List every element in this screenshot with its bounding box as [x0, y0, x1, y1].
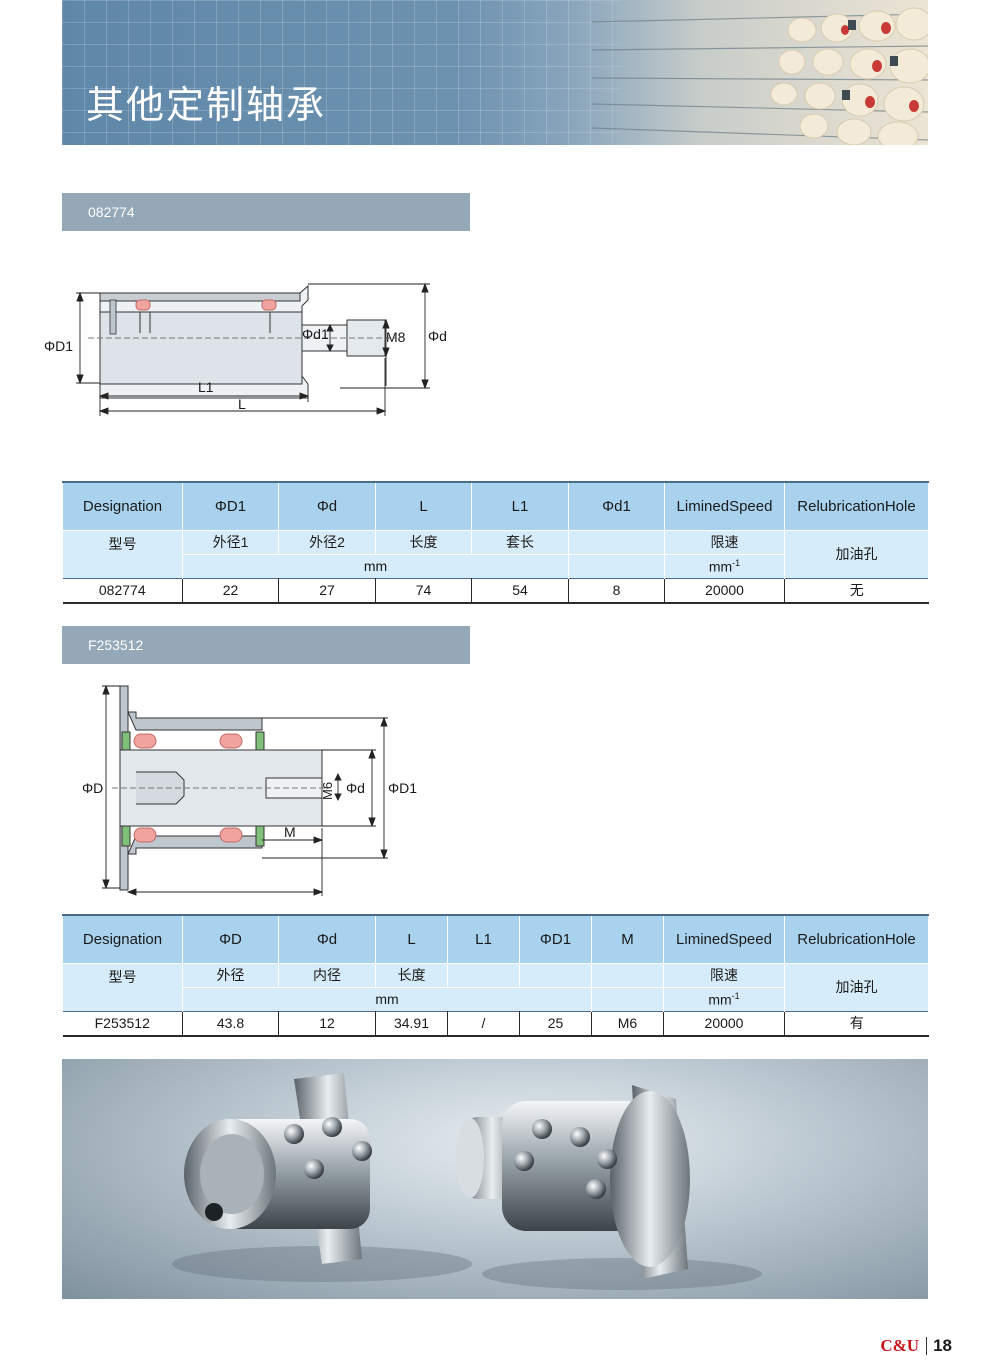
cell-d1: 25 [519, 1010, 592, 1037]
sub-d1-inner [568, 529, 665, 554]
sub-speed: 限速 [664, 529, 785, 554]
label-d: Φd [428, 328, 447, 344]
sub-d-outer: 外径 [182, 962, 279, 987]
spec-table-f253512: Designation ΦD Φd L L1 ΦD1 M LiminedSpee… [62, 914, 929, 1037]
col-d1-inner: Φd1 [568, 481, 665, 530]
cell-designation: F253512 [62, 1010, 183, 1037]
page-number: 18 [933, 1336, 952, 1355]
cell-d1-inner: 8 [568, 577, 665, 604]
cell-m: M6 [591, 1010, 664, 1037]
unit-mm: mm [182, 553, 569, 578]
col-designation: Designation [62, 481, 183, 530]
sub-d: 外径2 [278, 529, 376, 554]
label-d: Φd [346, 780, 365, 796]
banner-grid-pattern [62, 0, 622, 145]
page-title: 其他定制轴承 [86, 83, 327, 127]
sub-d1 [519, 962, 592, 987]
sub-m [591, 962, 664, 987]
label-d-outer: ΦD [82, 780, 103, 796]
label-m6: M6 [320, 782, 335, 800]
unit-blank [591, 986, 664, 1011]
section-code: F253512 [88, 637, 144, 653]
col-designation: Designation [62, 914, 183, 963]
unit-speed: mm-1 [664, 553, 785, 578]
sub-relub: 加油孔 [784, 962, 929, 1011]
cell-designation: 082774 [62, 577, 183, 604]
sub-designation: 型号 [62, 529, 183, 578]
cell-relub: 无 [784, 577, 929, 604]
label-l: L [238, 396, 246, 412]
label-m: M [284, 824, 296, 840]
cell-d-outer: 43.8 [182, 1010, 279, 1037]
section-code: 082774 [88, 204, 135, 220]
cell-d: 12 [278, 1010, 376, 1037]
header-banner: 其他定制轴承 [62, 0, 928, 145]
sub-designation: 型号 [62, 962, 183, 1011]
sub-d1: 外径1 [182, 529, 279, 554]
section-header-082774: 082774 [62, 193, 470, 231]
col-d1: ΦD1 [519, 914, 592, 963]
sub-l: 长度 [375, 962, 448, 987]
label-d1-outer: ΦD1 [44, 338, 73, 354]
col-l: L [375, 481, 472, 530]
sub-speed: 限速 [663, 962, 785, 987]
col-d-outer: ΦD [182, 914, 279, 963]
col-speed: LiminedSpeed [663, 914, 785, 963]
col-d: Φd [278, 914, 376, 963]
col-relub: RelubricationHole [784, 914, 929, 963]
textile-spindles-photo [552, 0, 928, 145]
bearing-product-render [62, 1059, 928, 1299]
cell-d: 27 [278, 577, 376, 604]
col-l1: L1 [447, 914, 520, 963]
cell-l1: 54 [471, 577, 569, 604]
cell-d1: 22 [182, 577, 279, 604]
label-m8: M8 [386, 329, 406, 345]
label-d1-inner: Φd1 [302, 326, 329, 342]
cell-l: 74 [375, 577, 472, 604]
col-relub: RelubricationHole [784, 481, 929, 530]
bearing-render-illustration [172, 1073, 762, 1290]
sub-l1 [447, 962, 520, 987]
col-speed: LiminedSpeed [664, 481, 785, 530]
cell-speed: 20000 [664, 577, 785, 604]
col-d: Φd [278, 481, 376, 530]
col-m: M [591, 914, 664, 963]
unit-blank [568, 553, 665, 578]
sub-l: 长度 [375, 529, 472, 554]
cell-speed: 20000 [663, 1010, 785, 1037]
unit-mm: mm [182, 986, 592, 1011]
label-l1: L1 [198, 379, 214, 395]
spec-table-082774: Designation ΦD1 Φd L L1 Φd1 LiminedSpeed… [62, 481, 929, 604]
bearing-f253512-drawing: ΦD M6 Φd ΦD1 M [82, 684, 417, 896]
cell-l1: / [447, 1010, 520, 1037]
brand-logo: C&U [880, 1336, 920, 1355]
cell-relub: 有 [784, 1010, 929, 1037]
cell-l: 34.91 [375, 1010, 448, 1037]
unit-speed: mm-1 [663, 986, 785, 1011]
bearing-082774-drawing: ΦD1 Φd1 M8 Φd L1 L [44, 282, 447, 416]
label-d1: ΦD1 [388, 780, 417, 796]
col-l: L [375, 914, 448, 963]
col-d1: ΦD1 [182, 481, 279, 530]
sub-l1: 套长 [471, 529, 569, 554]
sub-d: 内径 [278, 962, 376, 987]
col-l1: L1 [471, 481, 569, 530]
section-header-f253512: F253512 [62, 626, 470, 664]
page-footer: C&U 18 [880, 1336, 952, 1356]
footer-divider [926, 1337, 928, 1355]
sub-relub: 加油孔 [784, 529, 929, 578]
